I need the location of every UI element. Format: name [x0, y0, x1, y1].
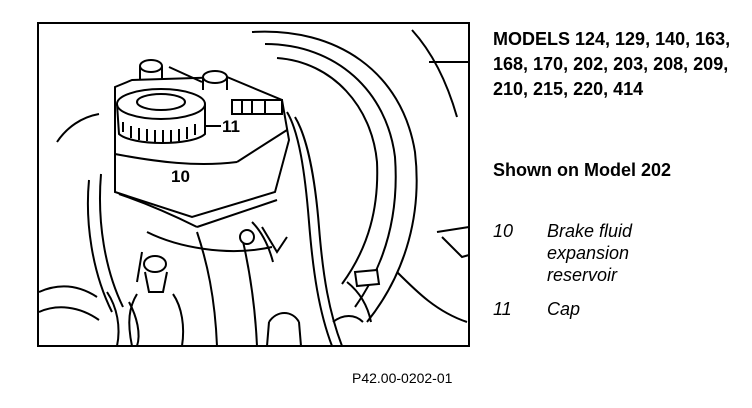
figure-id: P42.00-0202-01: [352, 370, 453, 386]
callout-11-label: 11: [222, 117, 240, 136]
callout-10-label: 10: [171, 167, 190, 186]
legend-description: Cap: [547, 299, 581, 319]
brake-booster-drawing: [38, 29, 470, 347]
models-heading: MODELS 124, 129, 140, 163, 168, 170, 202…: [493, 29, 731, 99]
legend-description: Brake fluid expansion reservoir: [547, 221, 633, 285]
shown-on-model: Shown on Model 202: [493, 160, 672, 180]
brake-reservoir-illustration: 10 11: [37, 22, 470, 347]
legend-number: 10: [493, 221, 514, 241]
legend-number: 11: [493, 299, 512, 319]
